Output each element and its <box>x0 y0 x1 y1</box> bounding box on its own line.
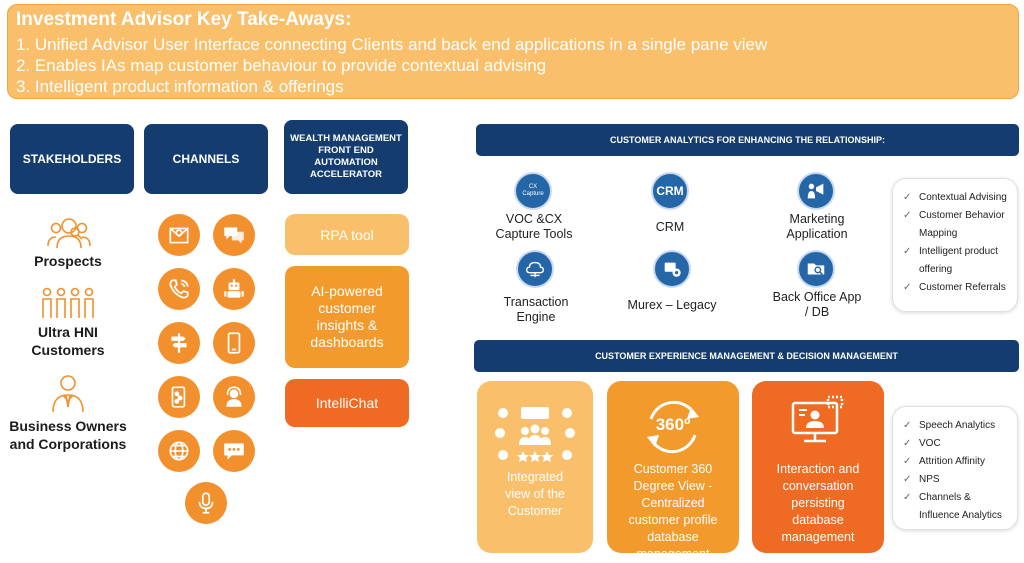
murex-label: Murex – Legacy <box>627 298 717 312</box>
ai-insights-box: AI-powered customer insights & dashboard… <box>285 266 409 368</box>
back-office-label: Back Office App / DB <box>772 290 862 319</box>
hni-customers-icon <box>40 284 96 320</box>
headset-agent-icon <box>213 376 255 418</box>
crm-icon: CRM <box>651 172 689 210</box>
customer-360-label: Customer 360 Degree View - Centralized c… <box>628 462 718 561</box>
check-icon: ✓ <box>903 282 912 293</box>
crm-label: CRM <box>655 220 685 234</box>
checklist-item: ✓Intelligent product offering <box>903 243 1011 279</box>
checklist-item: ✓Contextual Advising <box>903 189 1011 207</box>
check-icon: ✓ <box>903 456 912 467</box>
check-icon: ✓ <box>903 210 912 221</box>
rpa-tool-box: RPA tool <box>285 214 409 255</box>
cx-capture-icon: CX Capture <box>514 172 552 210</box>
murex-gear-icon <box>653 250 691 288</box>
integrated-view-icon <box>495 401 575 465</box>
intellichat-box: IntelliChat <box>285 379 409 427</box>
stakeholder-prospects: Prospects <box>34 253 102 269</box>
marketing-icon <box>797 172 835 210</box>
cx-checklist: ✓Speech Analytics ✓VOC ✓Attrition Affini… <box>892 406 1018 530</box>
customer-360-card: 360º Customer 360 Degree View - Centrali… <box>607 381 739 561</box>
voc-cx-label: VOC &CX Capture Tools <box>495 212 573 241</box>
email-icon <box>158 214 200 256</box>
key-takeaways-banner: Investment Advisor Key Take-Aways: 1. Un… <box>7 4 1019 99</box>
checklist-item: ✓Customer Referrals <box>903 279 1011 297</box>
checklist-item: ✓VOC <box>903 435 1011 453</box>
globe-icon <box>158 430 200 472</box>
check-icon: ✓ <box>903 492 912 503</box>
360-icon-text: 360º <box>655 415 691 434</box>
mobile-icon <box>213 322 255 364</box>
checklist-item: ✓NPS <box>903 471 1011 489</box>
message-icon <box>213 430 255 472</box>
stakeholder-hni-customers: Ultra HNI Customers <box>31 324 105 358</box>
microphone-icon <box>185 482 227 524</box>
check-icon: ✓ <box>903 474 912 485</box>
360-view-icon: 360º <box>641 395 705 459</box>
mobile-app-icon <box>158 376 200 418</box>
checklist-item: ✓Speech Analytics <box>903 417 1011 435</box>
analytics-checklist: ✓Contextual Advising ✓Customer Behavior … <box>892 178 1018 312</box>
prospects-icon <box>47 214 91 250</box>
accelerator-header: WEALTH MANAGEMENT FRONT END AUTOMATION A… <box>284 120 408 194</box>
marketing-label: Marketing Application <box>786 212 848 241</box>
checklist-item: ✓Channels & Influence Analytics <box>903 489 1011 525</box>
channels-header: CHANNELS <box>144 124 268 194</box>
check-icon: ✓ <box>903 192 912 203</box>
back-office-icon <box>797 250 835 288</box>
check-icon: ✓ <box>903 246 912 257</box>
crm-icon-text: CRM <box>656 184 684 198</box>
stakeholders-header: STAKEHOLDERS <box>10 124 134 194</box>
signpost-icon <box>158 322 200 364</box>
phone-icon <box>158 268 200 310</box>
banner-line-2: 2. Enables IAs map customer behaviour to… <box>16 56 547 75</box>
business-owner-icon <box>50 373 86 413</box>
cx-capture-icon-text: CX Capture <box>522 184 544 197</box>
banner-line-1: 1. Unified Advisor User Interface connec… <box>16 35 768 54</box>
interaction-monitor-icon <box>790 395 846 445</box>
transaction-engine-icon <box>516 250 554 288</box>
check-icon: ✓ <box>903 420 912 431</box>
transaction-engine-label: Transaction Engine <box>503 295 569 324</box>
interaction-db-label: Interaction and conversation persisting … <box>776 462 860 544</box>
robot-icon <box>213 268 255 310</box>
analytics-header: CUSTOMER ANALYTICS FOR ENHANCING THE REL… <box>476 124 1019 156</box>
check-icon: ✓ <box>903 438 912 449</box>
banner-title: Investment Advisor Key Take-Aways: <box>16 9 352 30</box>
integrated-view-label: Integrated view of the Customer <box>505 470 565 518</box>
checklist-item: ✓Attrition Affinity <box>903 453 1011 471</box>
cx-management-header: CUSTOMER EXPERIENCE MANAGEMENT & DECISIO… <box>474 340 1019 372</box>
integrated-view-card: Integrated view of the Customer <box>477 381 593 553</box>
checklist-item: ✓Customer Behavior Mapping <box>903 207 1011 243</box>
banner-line-3: 3. Intelligent product information & off… <box>16 77 344 96</box>
chat-bubbles-icon <box>213 214 255 256</box>
interaction-db-card: Interaction and conversation persisting … <box>752 381 884 553</box>
stakeholder-business-owners: Business Owners and Corporations <box>9 418 127 452</box>
